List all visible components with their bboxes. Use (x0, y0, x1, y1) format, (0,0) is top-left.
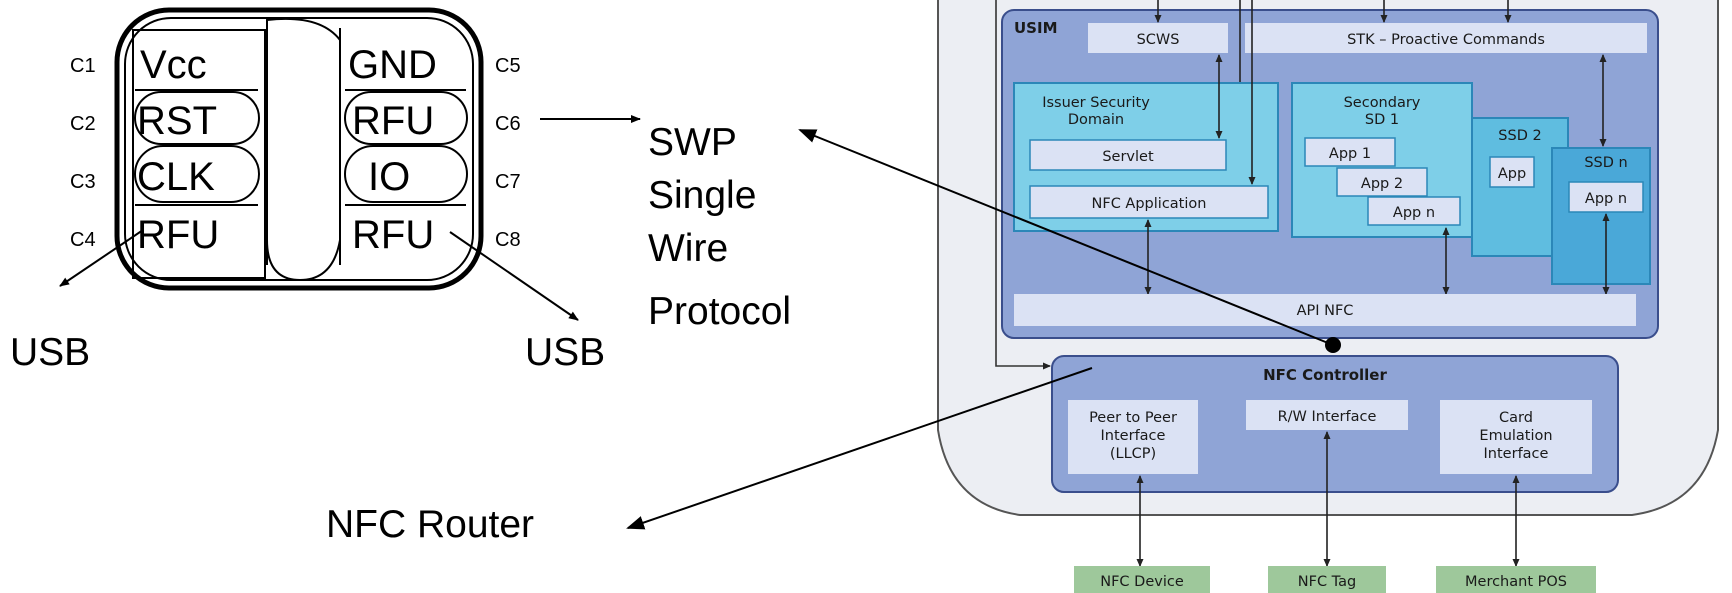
rw-box (1246, 400, 1408, 430)
sim-card: C1 C2 C3 C4 C5 C6 C7 C8 Vcc RST CLK RFU … (70, 7, 521, 291)
issuer-sd-line1: Issuer Security (1042, 95, 1150, 111)
api-nfc-label: API NFC (1297, 303, 1354, 319)
card-emulation-box (1440, 400, 1592, 474)
contact-c6-id: C6 (495, 113, 521, 135)
contact-c3-label: CLK (137, 155, 215, 199)
appn-label: App n (1393, 205, 1435, 221)
app1-label: App 1 (1329, 146, 1371, 162)
nfc-application-box (1029, 185, 1269, 219)
appn-box (1367, 196, 1461, 226)
nfc-router-arrow (626, 367, 1093, 530)
ssdn-label: SSD n (1584, 155, 1627, 171)
swp-label-3: Wire (648, 227, 728, 270)
stk-label: STK – Proactive Commands (1347, 32, 1545, 48)
swp-link-arrow (798, 129, 1334, 346)
usb-left-label: USB (10, 331, 90, 374)
nfc-application-label: NFC Application (1092, 196, 1207, 212)
contact-c3-id: C3 (70, 171, 96, 193)
nfc-device-label: NFC Device (1100, 574, 1184, 590)
contact-c8-label: RFU (352, 213, 434, 257)
nfc-tag-label: NFC Tag (1298, 574, 1356, 590)
contact-c4-label: RFU (137, 213, 219, 257)
scws-label: SCWS (1137, 32, 1180, 48)
stk-box (1245, 23, 1647, 53)
api-nfc-box (1014, 294, 1636, 326)
issuer-sd-line2: Domain (1068, 112, 1124, 128)
usb-right-arrow (449, 231, 579, 321)
contact-c1-label: Vcc (140, 43, 207, 87)
secondary-sd-line1: Secondary (1344, 95, 1421, 111)
contact-c8-id: C8 (495, 229, 521, 251)
app2-box (1336, 167, 1428, 197)
nfc-device-box (1074, 566, 1210, 593)
ssdn-app-box (1568, 181, 1644, 213)
contact-c2-id: C2 (70, 113, 96, 135)
nfc-controller-title: NFC Controller (1263, 366, 1387, 384)
ssdn-box (1551, 147, 1651, 285)
p2p-line2: Interface (1101, 428, 1166, 444)
merchant-pos-label: Merchant POS (1465, 574, 1567, 590)
rw-label: R/W Interface (1278, 409, 1377, 425)
card-emulation-line1: Card (1499, 410, 1533, 426)
p2p-box (1068, 400, 1198, 474)
ssd2-app-box (1489, 156, 1535, 188)
nfc-router-label: NFC Router (326, 503, 534, 546)
usim-label: USIM (1014, 19, 1058, 37)
ssd2-label: SSD 2 (1498, 128, 1541, 144)
contact-c5-id: C5 (495, 55, 521, 77)
ssdn-app-label: App n (1585, 191, 1627, 207)
app1-box (1304, 137, 1396, 167)
usb-right-label: USB (525, 331, 605, 374)
swp-label-4: Protocol (648, 290, 791, 333)
card-emulation-line3: Interface (1484, 446, 1549, 462)
nfc-tag-box (1268, 566, 1386, 593)
contact-c2-label: RST (137, 99, 217, 143)
merchant-pos-box (1436, 566, 1596, 593)
contact-c5-label: GND (348, 43, 437, 87)
swp-label-2: Single (648, 174, 756, 217)
servlet-label: Servlet (1102, 149, 1154, 165)
servlet-box (1029, 139, 1227, 171)
secondary-sd-line2: SD 1 (1365, 112, 1399, 128)
contact-c4-id: C4 (70, 229, 96, 251)
p2p-line1: Peer to Peer (1089, 410, 1177, 426)
swp-connection-dot (1325, 337, 1341, 353)
ssd2-app-label: App (1498, 166, 1526, 182)
usb-left-arrow (59, 229, 144, 287)
swp-label-1: SWP (648, 121, 737, 164)
p2p-line3: (LLCP) (1110, 446, 1156, 462)
contact-c1-id: C1 (70, 55, 96, 77)
phone-architecture: USIM SCWS STK – Proactive Commands Issue… (937, 0, 1719, 593)
contact-c7-label: IO (368, 155, 410, 199)
app2-label: App 2 (1361, 176, 1403, 192)
contact-c6-label: RFU (352, 99, 434, 143)
card-emulation-line2: Emulation (1479, 428, 1552, 444)
contact-c7-id: C7 (495, 171, 521, 193)
scws-box (1088, 23, 1228, 53)
